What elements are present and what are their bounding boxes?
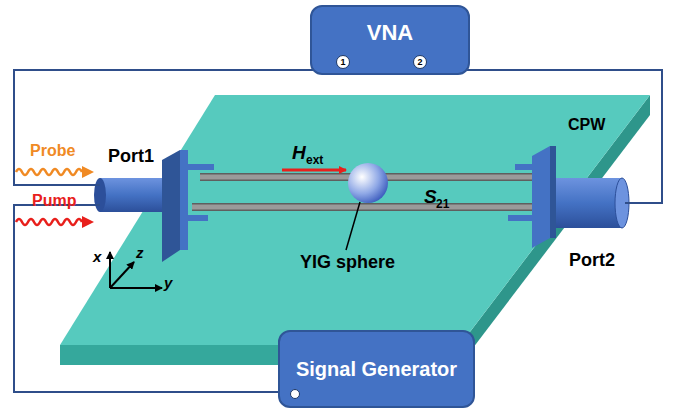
connector-port: Port1 — [100, 178, 162, 212]
part-name: YIG sphere — [300, 252, 395, 273]
port-number: 1 — [340, 57, 345, 67]
board-top — [60, 95, 650, 345]
coax-cable — [14, 205, 278, 392]
instrument-box: Signal Generator — [278, 330, 475, 408]
instrument-name: Signal Generator — [296, 358, 457, 381]
field-symbol: H — [292, 142, 306, 164]
instrument-name: VNA — [367, 20, 413, 46]
connector-flange — [180, 150, 188, 250]
pump-wave — [16, 219, 82, 225]
ground-pad — [186, 164, 214, 170]
connector-port: Port2 — [555, 178, 625, 228]
ground-rail — [192, 203, 540, 211]
yig-sphere — [348, 163, 388, 203]
leader-line — [346, 202, 360, 250]
port-circle: 1 — [336, 55, 350, 69]
axis-y — [110, 287, 162, 289]
coax-cable — [14, 69, 343, 185]
ground-pad — [508, 215, 536, 221]
field-subscript: ext — [306, 153, 323, 167]
probe-wave — [16, 169, 82, 175]
probe-head — [82, 166, 94, 178]
axis-name: x — [93, 248, 101, 265]
parameter-subscript: 21 — [436, 197, 449, 211]
axis-x — [109, 252, 111, 288]
port-name: Port2 — [569, 250, 615, 271]
pump-head — [82, 216, 94, 228]
ground-rail — [192, 205, 540, 210]
connector-body — [100, 178, 166, 212]
port-name: Port1 — [108, 146, 154, 167]
connector-end — [94, 178, 106, 212]
connector-body — [556, 178, 622, 228]
axis-name: y — [164, 274, 172, 291]
port-number: 2 — [417, 57, 422, 67]
output-jack — [290, 389, 300, 399]
field-arrow — [282, 169, 346, 172]
connector-flange — [550, 146, 556, 238]
signal-name: Pump — [32, 192, 76, 210]
instrument-box: VNA 1 2 — [310, 5, 470, 75]
port-circle: 2 — [413, 55, 427, 69]
board-name: CPW — [568, 116, 605, 134]
axis-name: z — [136, 244, 144, 261]
connector-flange — [162, 150, 180, 262]
coax-cable — [420, 69, 662, 203]
parameter-symbol: S — [424, 186, 437, 208]
axis-z — [110, 262, 134, 288]
connector-flange — [532, 146, 550, 248]
signal-name: Probe — [30, 142, 75, 160]
